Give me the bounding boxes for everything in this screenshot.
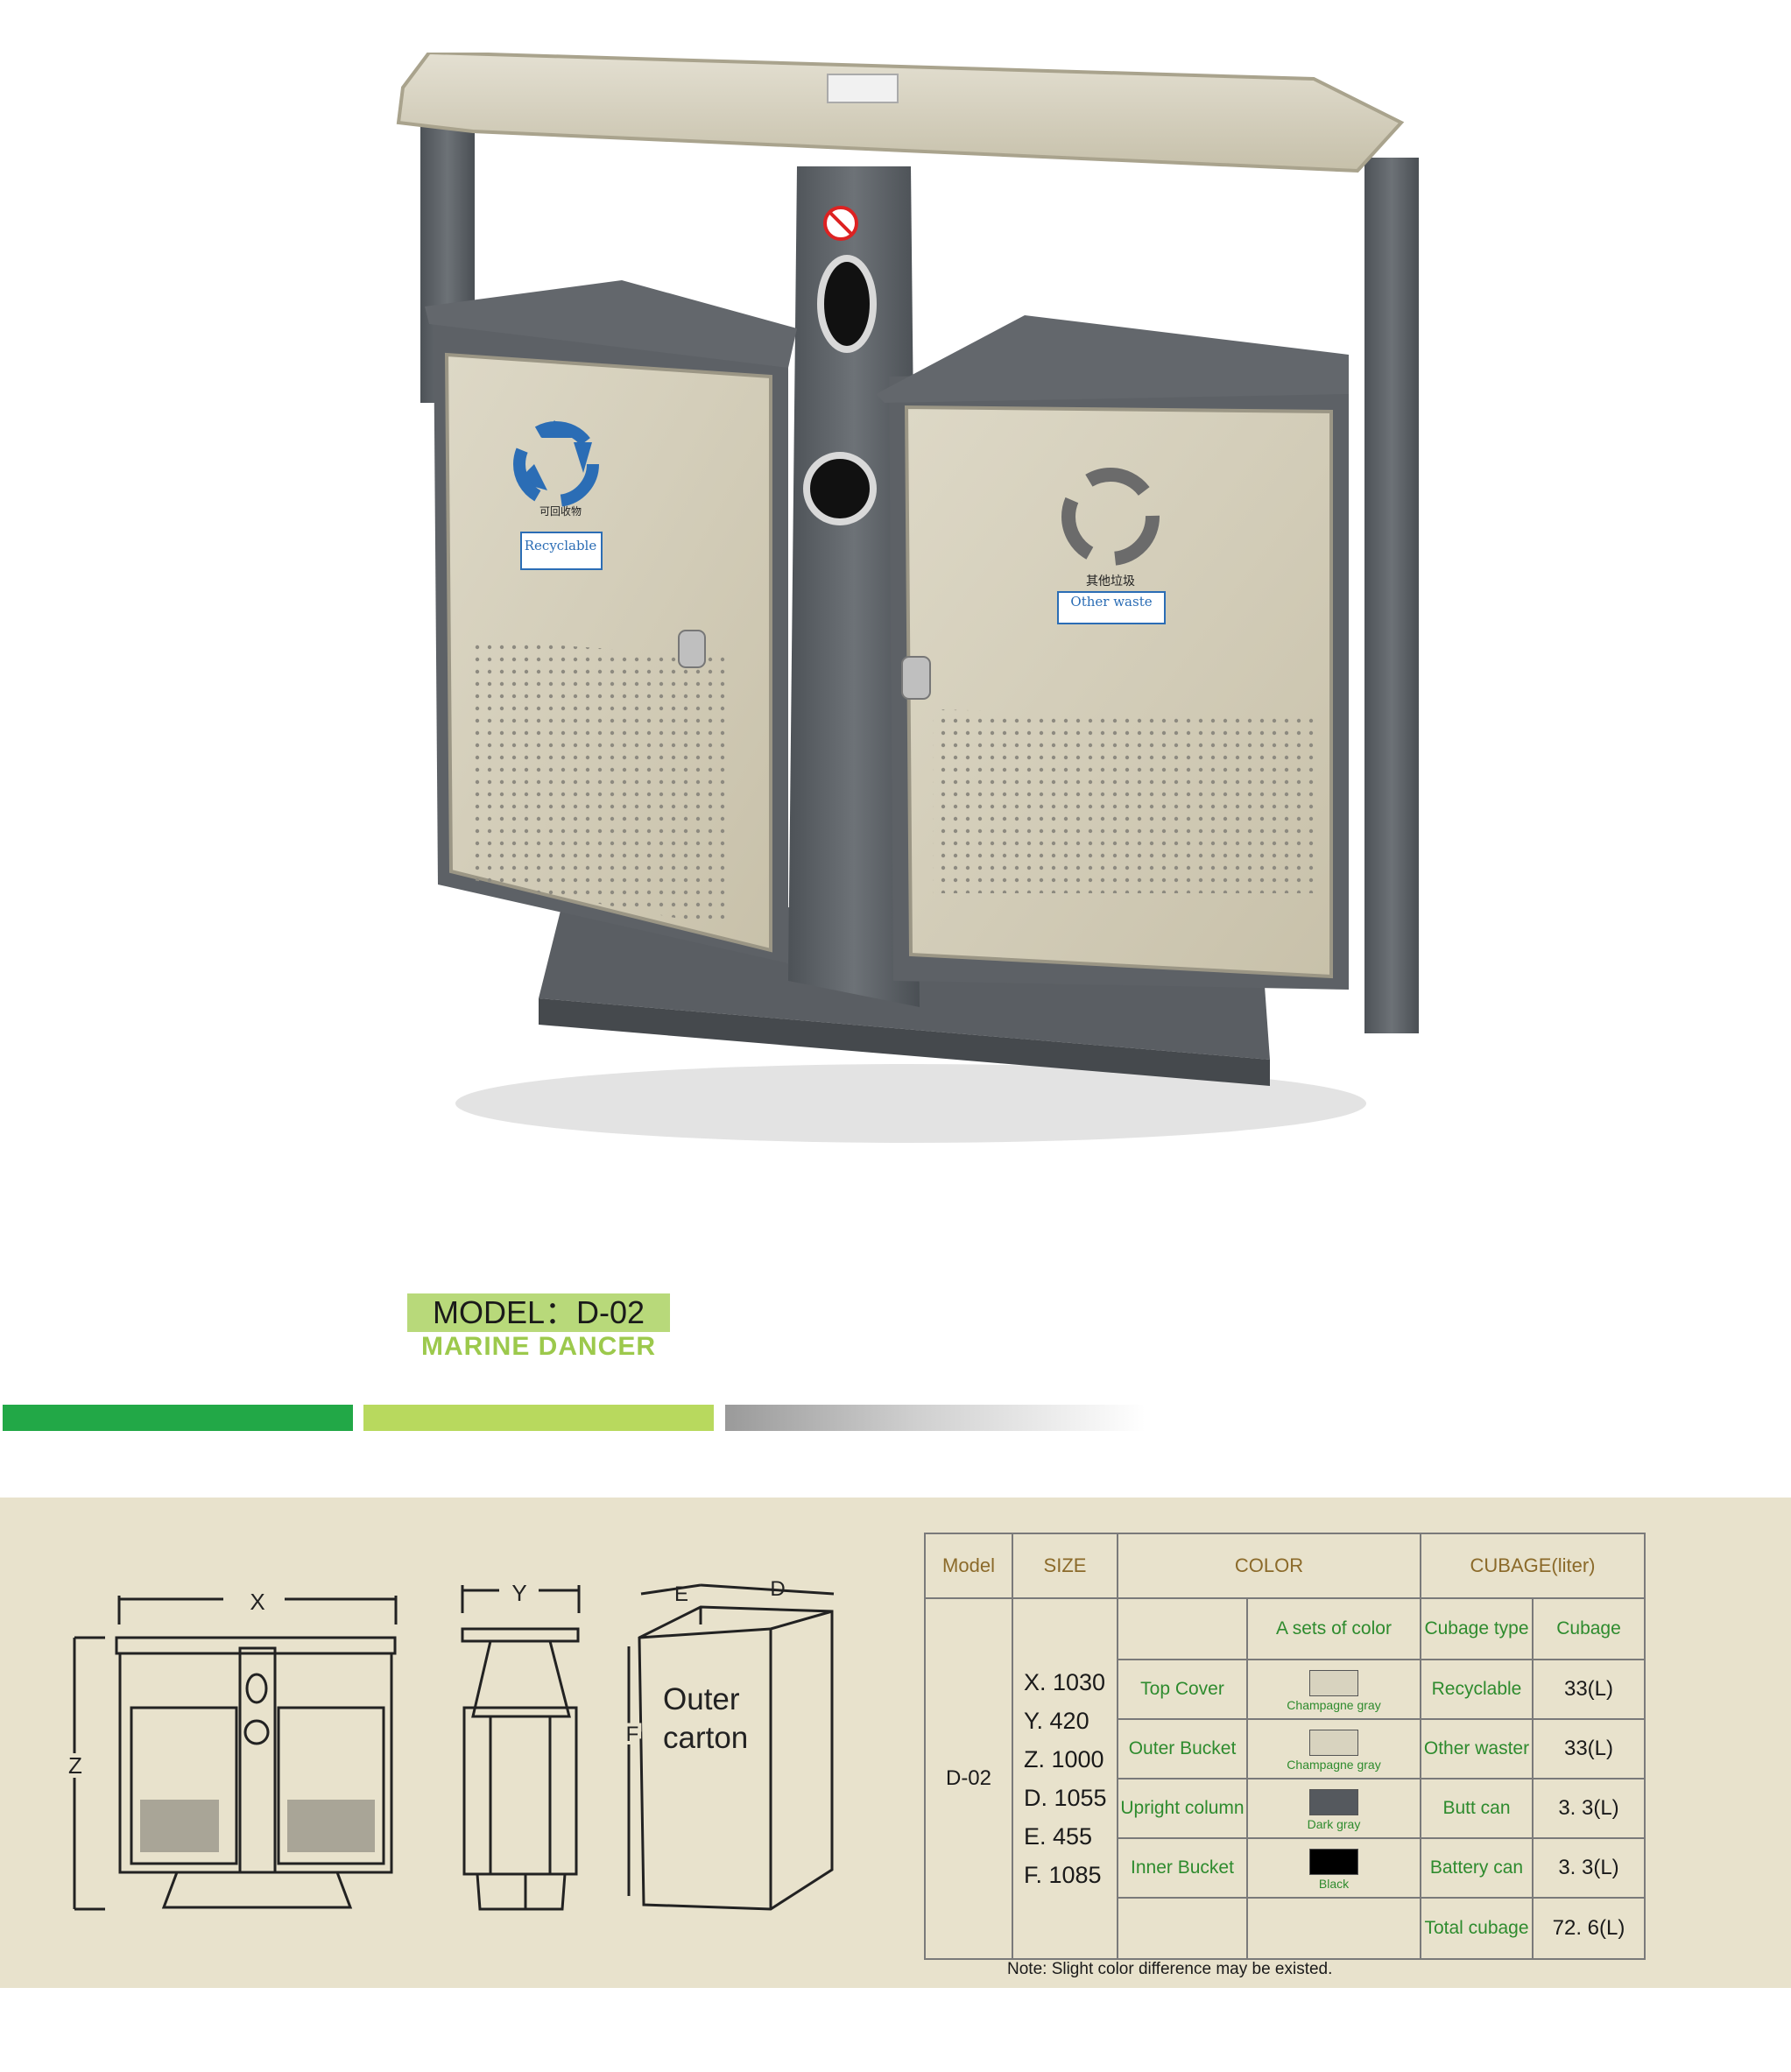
spec-table: Model SIZE COLOR CUBAGE(liter) D-02 X. 1…: [924, 1532, 1646, 1961]
header-cubage: CUBAGE(liter): [1419, 1532, 1646, 1600]
recyclable-cn-label: 可回收物: [539, 505, 582, 518]
swatch-cell: Black: [1246, 1837, 1421, 1899]
dim-label-y: Y: [511, 1580, 526, 1606]
header-color: COLOR: [1117, 1532, 1421, 1600]
recyclable-en-label: Recyclable: [525, 538, 597, 553]
blank-cell: [1117, 1896, 1248, 1961]
part-cell: Upright column: [1117, 1778, 1248, 1839]
size-f: F. 1085: [1024, 1862, 1102, 1889]
size-x: X. 1030: [1024, 1669, 1106, 1696]
model-badge: MODEL：D-02: [407, 1293, 670, 1332]
size-cell: X. 1030 Y. 420 Z. 1000 D. 1055 E. 455 F.…: [1012, 1597, 1118, 1960]
cubage-type-cell: Butt can: [1420, 1778, 1534, 1839]
divider-bar-light-green: [363, 1405, 714, 1431]
subheader-color-set: A sets of color: [1246, 1597, 1421, 1661]
table-subheader-row: D-02 X. 1030 Y. 420 Z. 1000 D. 1055 E. 4…: [924, 1597, 1646, 1960]
color-swatch: [1309, 1789, 1358, 1816]
color-swatch: [1309, 1848, 1358, 1875]
dim-label-f: F: [626, 1723, 639, 1746]
model-subtitle: MARINE DANCER: [421, 1332, 656, 1361]
color-swatch: [1309, 1730, 1358, 1757]
blank-cell: [1246, 1896, 1421, 1961]
swatch-label: Champagne gray: [1287, 1758, 1381, 1772]
cubage-value-cell: 3. 3(L): [1531, 1837, 1646, 1899]
part-cell: Outer Bucket: [1117, 1718, 1248, 1780]
total-value: 72. 6(L): [1531, 1896, 1646, 1961]
table-header-row: Model SIZE COLOR CUBAGE(liter): [924, 1532, 1646, 1600]
swatch-label: Dark gray: [1307, 1817, 1361, 1832]
front-view-drawing: X Z: [64, 1589, 398, 1911]
table-row: Outer Bucket Champagne gray Other waster…: [925, 1718, 1646, 1780]
product-image: 可回收物 Recyclable 其他垃圾 Other waste: [396, 53, 1419, 1143]
color-swatch: [1309, 1670, 1358, 1697]
swatch-label: Black: [1318, 1876, 1350, 1891]
recyclable-sticker: 可回收物 Recyclable: [513, 420, 603, 570]
cubage-value-cell: 3. 3(L): [1531, 1778, 1646, 1839]
cubage-type-cell: Recyclable: [1420, 1659, 1534, 1721]
other-waste-sticker: 其他垃圾 Other waste: [1057, 468, 1166, 624]
table-row: Upright column Dark gray Butt can 3. 3(L…: [925, 1778, 1646, 1839]
subheader-cubage-type: Cubage type: [1420, 1597, 1534, 1661]
other-waste-cn-label: 其他垃圾: [1086, 574, 1135, 588]
footnote: Note: Slight color difference may be exi…: [1007, 1960, 1333, 1978]
blank-cell: [1117, 1597, 1248, 1661]
cubage-value-cell: 33(L): [1531, 1659, 1646, 1721]
dim-label-d: D: [770, 1577, 785, 1601]
cubage-type-cell: Battery can: [1420, 1837, 1534, 1899]
size-z: Z. 1000: [1024, 1746, 1104, 1773]
cubage-value-cell: 33(L): [1531, 1718, 1646, 1780]
table-row: Inner Bucket Black Battery can 3. 3(L): [925, 1837, 1646, 1899]
swatch-cell: Champagne gray: [1246, 1659, 1421, 1721]
carton-label-line2: carton: [663, 1721, 748, 1755]
dim-label-e: E: [674, 1582, 688, 1606]
model-cell: D-02: [924, 1597, 1013, 1960]
carton-drawing: E D F Outer carton: [623, 1577, 835, 1911]
dim-label-z: Z: [68, 1752, 82, 1779]
spec-panel: X Z Y: [0, 1498, 1791, 1988]
divider-bar-green: [3, 1405, 353, 1431]
header-model: Model: [924, 1532, 1013, 1600]
divider-bar-gray-gradient: [725, 1405, 1146, 1431]
size-y: Y. 420: [1024, 1708, 1089, 1735]
size-d: D. 1055: [1024, 1785, 1107, 1812]
size-e: E. 455: [1024, 1823, 1093, 1850]
dim-label-x: X: [250, 1589, 264, 1615]
cubage-type-cell: Other waster: [1420, 1718, 1534, 1780]
subheader-cubage: Cubage: [1531, 1597, 1646, 1661]
table-total-row: Total cubage 72. 6(L): [925, 1896, 1646, 1961]
table-row: Top Cover Champagne gray Recyclable 33(L…: [925, 1659, 1646, 1721]
dimension-drawings: X Z Y: [64, 1577, 835, 1911]
side-view-drawing: Y: [461, 1580, 581, 1911]
swatch-cell: Dark gray: [1246, 1778, 1421, 1839]
swatch-label: Champagne gray: [1287, 1698, 1381, 1713]
header-size: SIZE: [1012, 1532, 1118, 1600]
total-label: Total cubage: [1420, 1896, 1534, 1961]
swatch-cell: Champagne gray: [1246, 1718, 1421, 1780]
part-cell: Top Cover: [1117, 1659, 1248, 1721]
carton-label-line1: Outer: [663, 1682, 740, 1716]
other-waste-en-label: Other waste: [1070, 594, 1152, 610]
part-cell: Inner Bucket: [1117, 1837, 1248, 1899]
